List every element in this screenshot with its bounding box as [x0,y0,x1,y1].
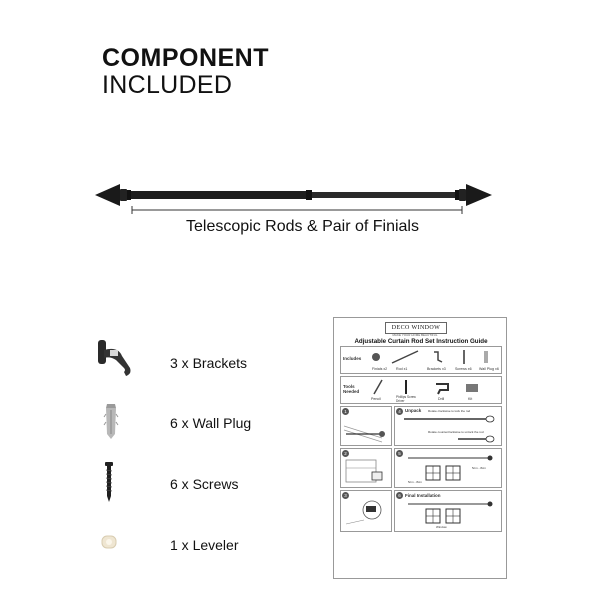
step-4-text-unlock: Rotate counterclockwise to unlock the ro… [428,430,484,434]
component-label-wall-plug: 6 x Wall Plug [170,415,252,431]
step-6-window-label: Window [436,525,447,529]
includes-label: Includes [343,356,362,361]
step-5-measure-left: 5cm - 8cm [408,480,423,484]
component-label-leveler: 1 x Leveler [170,537,239,553]
includes-item-screws: Screws x6 [455,367,472,371]
component-label-brackets: 3 x Brackets [170,355,248,371]
right-finial [466,184,492,206]
step-5-number: 5 [396,450,403,457]
right-finial-collar [459,189,466,201]
step-5-illustration [408,455,493,481]
step-5-measure-right: 5cm - 8cm [472,466,487,470]
step-6-illustration [408,501,493,524]
step-6-panel [394,490,502,532]
step-6-number: 6 [396,492,403,499]
left-finial-collar [120,189,127,201]
step-4-text-lock: Rotate clockwise to lock the rod [428,409,471,413]
component-label-screws: 6 x Screws [170,476,239,492]
includes-item-finials: Finials x2 [372,367,388,371]
curtain-rod-illustration [95,184,492,214]
step-2-panel [340,448,392,488]
tools-item-drill: Drill [438,397,445,401]
left-finial [95,184,120,206]
tools-label: Tools Needed [343,384,360,394]
step-3-illustration [345,500,382,525]
rod-caption: Telescopic Rods & Pair of Finials [186,218,419,235]
page-title: COMPONENT [102,44,269,72]
includes-item-wall-plug: Wall Plug x6 [479,367,499,371]
step-2-illustration [345,459,383,483]
step-6-title: Final Installation [405,493,441,498]
screw-icon [105,462,113,502]
step-1-illustration [343,425,385,443]
includes-icons [372,350,488,364]
leveler-icon [101,535,117,549]
tools-icons [373,379,478,395]
page-subtitle: INCLUDED [102,71,233,99]
brand-logo: DECO WINDOW [385,322,447,334]
step-4-title: Unpack [405,408,422,413]
instruction-guide: DECO WINDOW MAKE YOUR HOME BEAUTIFUL Adj… [333,317,507,579]
step-4-number: 4 [396,408,403,415]
includes-row [340,346,502,374]
rod-inner [311,192,455,198]
step-4-illustration [404,415,495,443]
wall-plug-icon [103,404,119,439]
tools-item-kit: Kit [468,397,473,401]
guide-title: Adjustable Curtain Rod Set Instruction G… [354,338,488,345]
tools-row [340,376,502,404]
includes-item-rod: Rod x1 [396,367,408,371]
step-2-number: 2 [342,450,349,457]
tools-item-screwdriver: Phillips Screw Driver [396,395,416,403]
tools-item-pencil: Pencil [371,397,381,401]
step-1-number: 1 [342,408,349,415]
brand-tagline: MAKE YOUR HOME BEAUTIFUL [392,333,438,337]
step-4-panel [394,406,502,446]
rod-outer [131,191,311,199]
includes-item-brackets: Brackets x3 [427,367,446,371]
step-3-panel [340,490,392,532]
bracket-icon [98,340,131,376]
step-3-number: 3 [342,492,349,499]
step-5-panel [394,448,502,488]
step-1-panel [340,406,392,446]
